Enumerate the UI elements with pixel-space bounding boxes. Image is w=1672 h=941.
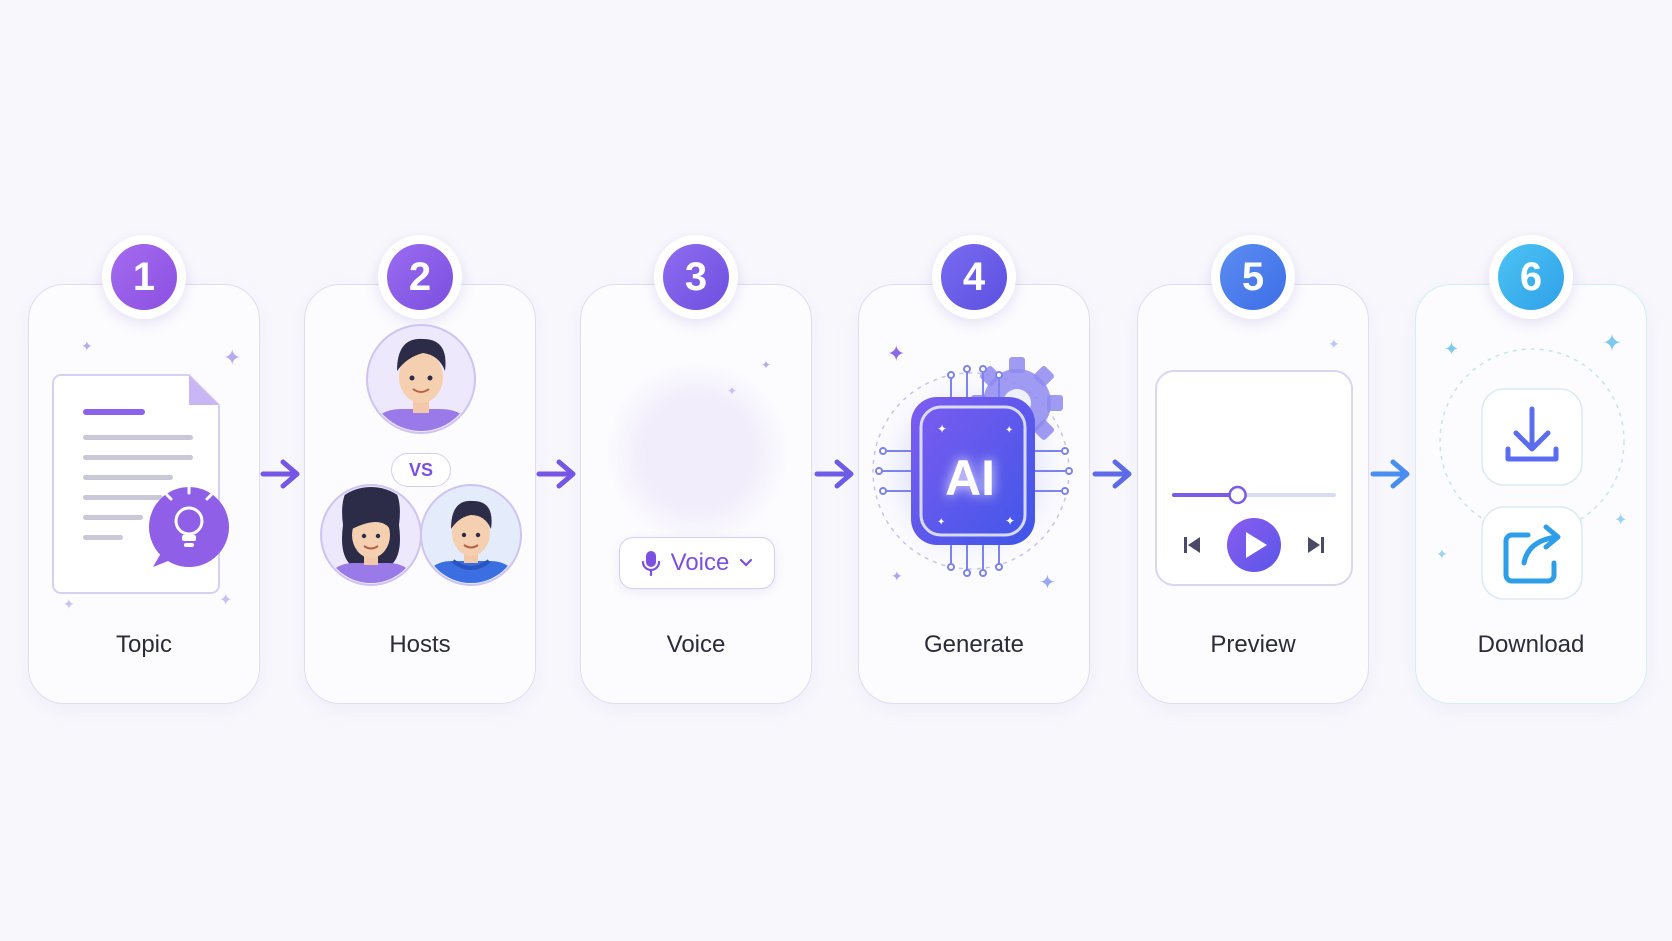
voice-selector-label: Voice: [670, 549, 730, 576]
step-label: Hosts: [389, 631, 451, 658]
audio-player: ✦: [1155, 336, 1353, 586]
svg-text:✦: ✦: [81, 338, 93, 354]
document-idea-icon: ✦ ✦ ✦ ✦: [52, 338, 241, 612]
arrow-right-icon: [1092, 459, 1132, 489]
svg-text:✦: ✦: [727, 384, 737, 398]
chevron-down-icon: [740, 558, 753, 567]
step-badge: 6: [1489, 235, 1573, 319]
step-number: 6: [1498, 244, 1564, 310]
step-badge: 1: [102, 235, 186, 319]
svg-text:✦: ✦: [1039, 572, 1056, 594]
arrow-right-icon: [260, 459, 300, 489]
step-generate: 4: [858, 235, 1090, 704]
step-number: 1: [111, 244, 177, 310]
share-icon: [1503, 532, 1557, 584]
step-number: 5: [1220, 244, 1286, 310]
download-button: [1481, 388, 1583, 486]
svg-text:✦: ✦: [1602, 330, 1622, 357]
step-badge: 4: [932, 235, 1016, 319]
previous-track-icon: [1184, 537, 1200, 553]
voice-selector[interactable]: Voice: [619, 537, 775, 589]
svg-text:✦: ✦: [1005, 425, 1013, 436]
step-topic: 1 ✦ ✦ ✦ ✦ Topic: [28, 235, 260, 704]
step-label: Topic: [115, 631, 173, 658]
svg-text:✦: ✦: [887, 341, 905, 366]
svg-text:✦: ✦: [1436, 546, 1448, 562]
step-label: Preview: [1210, 631, 1296, 658]
step-label: Generate: [923, 631, 1025, 658]
svg-text:✦: ✦: [937, 422, 947, 436]
vs-badge: VS: [391, 453, 451, 487]
step-number: 4: [941, 244, 1007, 310]
arrow-right-icon: [1370, 459, 1410, 489]
svg-text:✦: ✦: [219, 592, 232, 609]
download-icon: [1513, 406, 1551, 452]
step-badge: 5: [1211, 235, 1295, 319]
svg-text:✦: ✦: [937, 517, 945, 528]
microphone-icon: [641, 551, 660, 577]
svg-text:✦: ✦: [1614, 512, 1627, 529]
next-track-icon: [1308, 537, 1324, 553]
ai-chip-icon: ✦ ✦ ✦ ✦ ✦ ✦ ✦: [871, 341, 1073, 594]
step-voice: 3 ✦ ✦ Voice Voice: [580, 235, 812, 704]
svg-text:✦: ✦: [1005, 514, 1015, 528]
share-button: [1481, 506, 1583, 600]
ai-chip-label: AI: [945, 450, 995, 506]
svg-text:✦: ✦: [63, 596, 75, 612]
step-badge: 3: [654, 235, 738, 319]
step-download: 6 ✦ ✦ ✦ ✦ Download: [1415, 235, 1647, 704]
arrow-right-icon: [814, 459, 854, 489]
step-label: Download: [1477, 631, 1585, 658]
step-badge: 2: [378, 235, 462, 319]
play-icon: [1246, 532, 1267, 558]
step-hosts: 2: [304, 235, 536, 704]
hosts-avatars-icon: [320, 324, 522, 586]
arrow-right-icon: [536, 459, 576, 489]
sound-wave-icon: ✦ ✦: [605, 358, 789, 545]
step-number: 2: [387, 244, 453, 310]
step-label: Voice: [666, 631, 726, 658]
svg-text:✦: ✦: [1444, 339, 1459, 359]
step-preview: 5 ✦ Preview: [1137, 235, 1369, 704]
svg-text:✦: ✦: [761, 358, 771, 372]
step-number: 3: [663, 244, 729, 310]
download-share-illustration: ✦ ✦ ✦ ✦: [1436, 330, 1627, 600]
progress-slider-handle: [1228, 485, 1247, 505]
svg-text:✦: ✦: [1328, 336, 1340, 352]
svg-text:✦: ✦: [891, 568, 903, 584]
svg-text:✦: ✦: [223, 345, 241, 370]
